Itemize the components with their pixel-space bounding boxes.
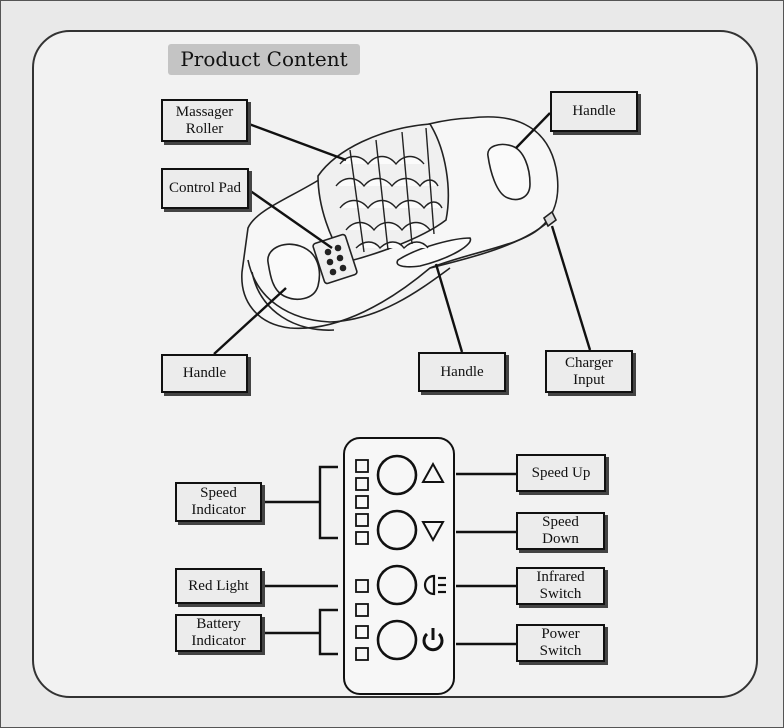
battery-led-3 [356, 648, 368, 660]
label-control-pad: Control Pad [161, 168, 249, 209]
label-battery-indicator: Battery Indicator [175, 614, 262, 652]
control-panel [344, 438, 454, 694]
label-massager-roller: Massager Roller [161, 99, 248, 142]
power-button [378, 621, 416, 659]
infrared-button [378, 566, 416, 604]
speed-down-button [378, 511, 416, 549]
label-speed-down: Speed Down [516, 512, 605, 550]
battery-led-1 [356, 604, 368, 616]
label-power-switch: Power Switch [516, 624, 605, 662]
battery-led-2 [356, 626, 368, 638]
red-light-led [356, 580, 368, 592]
label-handle-bottom: Handle [418, 352, 506, 392]
speed-up-button [378, 456, 416, 494]
label-speed-indicator: Speed Indicator [175, 482, 262, 522]
label-handle-top-right: Handle [550, 91, 638, 132]
label-infrared-switch: Infrared Switch [516, 567, 605, 605]
speed-led-5 [356, 532, 368, 544]
label-handle-left: Handle [161, 354, 248, 393]
label-speed-up: Speed Up [516, 454, 606, 492]
label-red-light: Red Light [175, 568, 262, 604]
speed-led-2 [356, 478, 368, 490]
speed-led-3 [356, 496, 368, 508]
label-charger-input: Charger Input [545, 350, 633, 393]
massager-device [242, 117, 558, 330]
speed-led-4 [356, 514, 368, 526]
speed-led-1 [356, 460, 368, 472]
